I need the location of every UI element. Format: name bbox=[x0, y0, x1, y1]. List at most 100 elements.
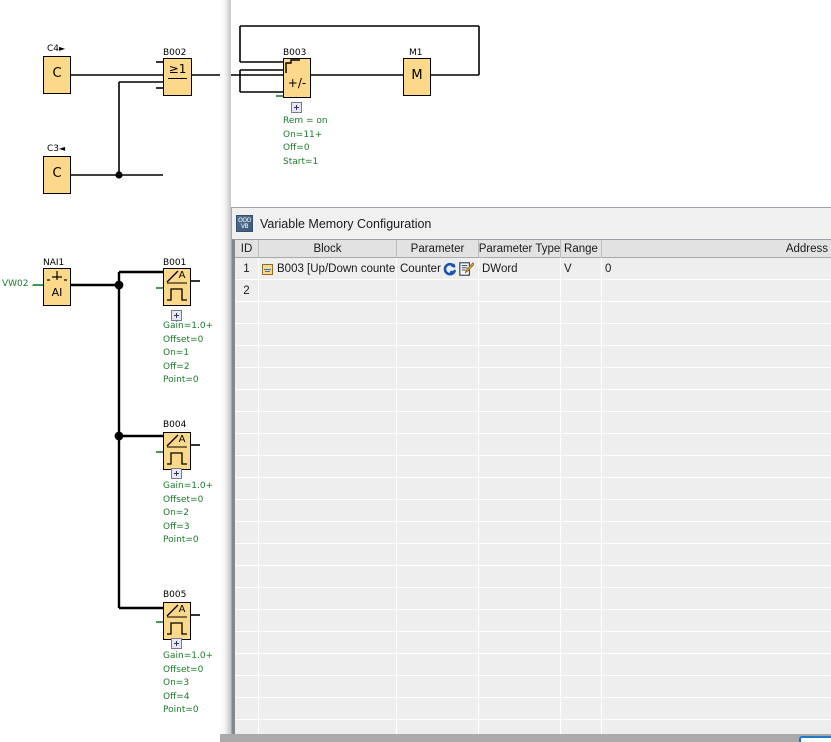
cell-addr[interactable] bbox=[602, 588, 831, 610]
cell-addr[interactable] bbox=[602, 610, 831, 632]
cell-ptype[interactable] bbox=[479, 346, 561, 368]
cell-ptype[interactable] bbox=[479, 500, 561, 522]
cell-range[interactable] bbox=[561, 698, 602, 720]
cell-range[interactable] bbox=[561, 390, 602, 412]
cell-parameter[interactable]: Counter bbox=[397, 258, 479, 280]
cell-block[interactable] bbox=[259, 522, 397, 544]
cell-param[interactable] bbox=[397, 588, 479, 610]
table-row[interactable] bbox=[235, 456, 831, 478]
cell-addr[interactable] bbox=[602, 456, 831, 478]
cell-range[interactable] bbox=[561, 588, 602, 610]
cell-id[interactable] bbox=[235, 456, 259, 478]
expand-button-b005[interactable] bbox=[171, 638, 182, 649]
cell-block[interactable] bbox=[259, 368, 397, 390]
column-header-parameter[interactable]: Parameter bbox=[397, 240, 479, 258]
expand-button-b004[interactable] bbox=[171, 468, 182, 479]
cell-id[interactable] bbox=[235, 324, 259, 346]
cell-ptype[interactable] bbox=[479, 412, 561, 434]
table-row[interactable] bbox=[235, 632, 831, 654]
cell-id[interactable] bbox=[235, 632, 259, 654]
table-row[interactable]: 1 B003 [Up/Down counter] Counter bbox=[235, 258, 831, 280]
table-row[interactable] bbox=[235, 500, 831, 522]
cell-addr[interactable] bbox=[602, 302, 831, 324]
cell-id[interactable] bbox=[235, 654, 259, 676]
cell-range[interactable] bbox=[561, 676, 602, 698]
cell-range[interactable] bbox=[561, 566, 602, 588]
cell-addr[interactable] bbox=[602, 676, 831, 698]
edit-pencil-icon[interactable] bbox=[459, 262, 474, 276]
table-row[interactable] bbox=[235, 434, 831, 456]
cell-addr[interactable] bbox=[602, 544, 831, 566]
cell-address[interactable] bbox=[602, 280, 831, 302]
cell-param[interactable] bbox=[397, 346, 479, 368]
column-header-id[interactable]: ID bbox=[235, 240, 259, 258]
expand-button-b003[interactable] bbox=[291, 102, 302, 113]
cell-ptype[interactable] bbox=[479, 566, 561, 588]
cell-ptype[interactable] bbox=[479, 390, 561, 412]
table-row[interactable] bbox=[235, 676, 831, 698]
cell-address[interactable]: 0 bbox=[602, 258, 831, 280]
cell-param[interactable] bbox=[397, 412, 479, 434]
cell-range[interactable] bbox=[561, 544, 602, 566]
cell-range[interactable] bbox=[561, 412, 602, 434]
cell-range[interactable] bbox=[561, 324, 602, 346]
cell-id[interactable] bbox=[235, 412, 259, 434]
column-header-address[interactable]: Address bbox=[602, 240, 831, 258]
window-titlebar[interactable]: OOO VB Variable Memory Configuration bbox=[232, 208, 831, 239]
cell-range[interactable] bbox=[561, 346, 602, 368]
cell-ptype[interactable] bbox=[479, 654, 561, 676]
table-row[interactable] bbox=[235, 698, 831, 720]
cell-block[interactable] bbox=[259, 280, 397, 302]
cell-param[interactable] bbox=[397, 302, 479, 324]
column-header-block[interactable]: Block bbox=[259, 240, 397, 258]
cell-block[interactable] bbox=[259, 390, 397, 412]
cell-ptype[interactable] bbox=[479, 368, 561, 390]
cell-param[interactable] bbox=[397, 544, 479, 566]
cell-range[interactable] bbox=[561, 434, 602, 456]
cell-id[interactable] bbox=[235, 522, 259, 544]
table-row[interactable] bbox=[235, 478, 831, 500]
table-row[interactable] bbox=[235, 654, 831, 676]
table-row[interactable] bbox=[235, 368, 831, 390]
cell-param[interactable] bbox=[397, 610, 479, 632]
cell-id[interactable] bbox=[235, 698, 259, 720]
cell-id[interactable] bbox=[235, 544, 259, 566]
table-row[interactable] bbox=[235, 346, 831, 368]
table-row[interactable]: 2 bbox=[235, 280, 831, 302]
cell-block[interactable]: B003 [Up/Down counter] bbox=[259, 258, 397, 280]
cell-block[interactable] bbox=[259, 676, 397, 698]
cell-block[interactable] bbox=[259, 632, 397, 654]
cell-id[interactable] bbox=[235, 434, 259, 456]
cell-addr[interactable] bbox=[602, 698, 831, 720]
cell-addr[interactable] bbox=[602, 368, 831, 390]
cell-range[interactable] bbox=[561, 302, 602, 324]
cell-block[interactable] bbox=[259, 434, 397, 456]
cell-block[interactable] bbox=[259, 302, 397, 324]
cell-id[interactable] bbox=[235, 478, 259, 500]
table-row[interactable] bbox=[235, 522, 831, 544]
cell-param[interactable] bbox=[397, 654, 479, 676]
cell-block[interactable] bbox=[259, 500, 397, 522]
cell-id[interactable] bbox=[235, 588, 259, 610]
cell-block[interactable] bbox=[259, 456, 397, 478]
cell-block[interactable] bbox=[259, 478, 397, 500]
cell-block[interactable] bbox=[259, 566, 397, 588]
cell-range[interactable] bbox=[561, 478, 602, 500]
cell-param[interactable] bbox=[397, 478, 479, 500]
table-row[interactable] bbox=[235, 302, 831, 324]
column-header-parameter-type[interactable]: Parameter Type bbox=[479, 240, 561, 258]
cell-parameter[interactable] bbox=[397, 280, 479, 302]
cell-range[interactable] bbox=[561, 522, 602, 544]
cell-ptype[interactable] bbox=[479, 302, 561, 324]
cell-ptype[interactable] bbox=[479, 588, 561, 610]
cell-param[interactable] bbox=[397, 456, 479, 478]
bottom-right-blue-button[interactable] bbox=[799, 736, 831, 742]
cell-param[interactable] bbox=[397, 522, 479, 544]
cell-param[interactable] bbox=[397, 676, 479, 698]
cell-addr[interactable] bbox=[602, 412, 831, 434]
table-row[interactable] bbox=[235, 390, 831, 412]
table-row[interactable] bbox=[235, 566, 831, 588]
table-empty-rows[interactable] bbox=[235, 302, 831, 742]
cell-range[interactable] bbox=[561, 456, 602, 478]
cell-ptype[interactable] bbox=[479, 522, 561, 544]
